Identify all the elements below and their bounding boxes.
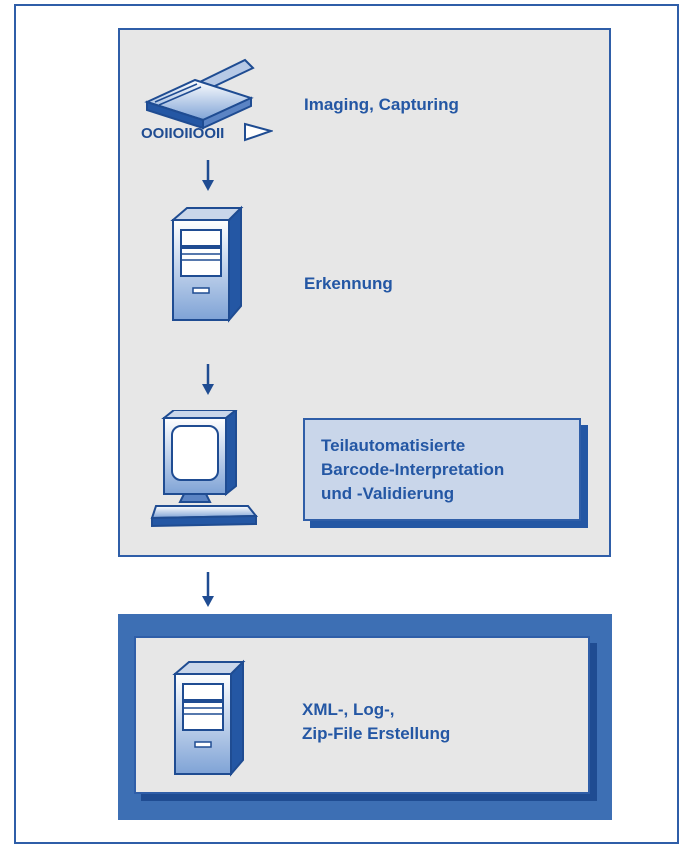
step-label-imaging: Imaging, Capturing [304,95,459,114]
step-label-validierung: Teilautomatisierte Barcode-Interpretatio… [321,436,505,503]
arrow-down-icon [202,364,214,395]
arrow-down-icon [202,572,214,607]
server-tower-icon [170,205,244,323]
output-label: XML-, Log-, Zip-File Erstellung [302,700,451,743]
binary-string: OOIIOIIOOII [141,125,224,142]
computer-monitor-icon [150,410,259,528]
arrow-down-icon [202,160,214,191]
server-tower-icon [172,659,246,777]
step-label-erkennung: Erkennung [304,274,393,293]
scanner-icon: OOIIOIIOOII [141,58,273,142]
validation-callout: Teilautomatisierte Barcode-Interpretatio… [303,418,581,521]
